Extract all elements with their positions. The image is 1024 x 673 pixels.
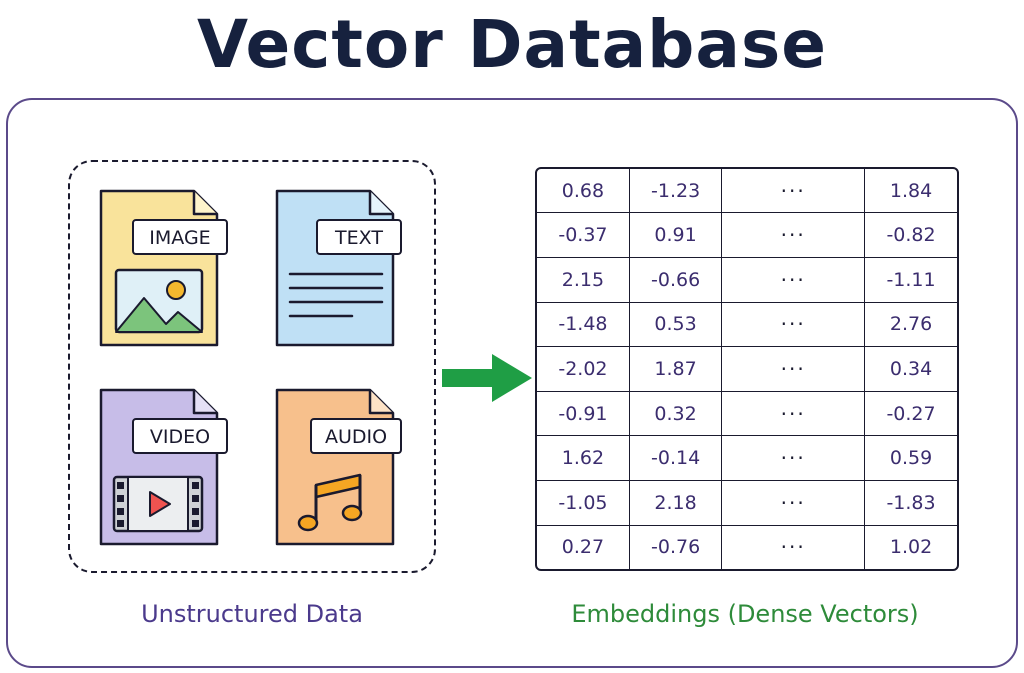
arrow-right-icon [440,352,534,408]
text-label: TEXT [316,219,402,255]
matrix-cell: -0.76 [628,524,723,569]
matrix-cell: 0.59 [864,435,957,482]
matrix-row: 2.15-0.66···-1.11 [537,256,957,303]
matrix-cell: -2.02 [537,346,630,392]
matrix-cell: -0.27 [864,390,957,437]
audio-label: AUDIO [310,418,402,454]
matrix-cell: -1.83 [864,480,957,526]
matrix-cell: 1.02 [864,524,957,569]
matrix-row: 0.68-1.23···1.84 [537,169,957,214]
text-file-card [274,188,396,348]
matrix-row: 1.62-0.14···0.59 [537,435,957,482]
image-label: IMAGE [132,219,228,255]
matrix-cell: 1.84 [864,169,957,214]
video-file-card [98,387,220,547]
matrix-cell: 0.34 [864,346,957,392]
text-lines-icon [288,272,384,318]
matrix-cell: -1.05 [537,480,630,526]
matrix-cell: 2.18 [628,480,723,526]
ellipsis-cell: ··· [721,480,866,526]
unstructured-data-group [68,160,436,573]
matrix-cell: -0.82 [864,212,957,258]
matrix-cell: -1.48 [537,301,630,348]
matrix-cell: -0.66 [628,256,723,303]
embeddings-caption: Embeddings (Dense Vectors) [571,600,919,628]
matrix-cell: -1.11 [864,256,957,303]
matrix-cell: -0.91 [537,390,630,437]
ellipsis-cell: ··· [721,301,866,348]
matrix-cell: 0.68 [537,169,630,214]
image-icon [114,268,204,334]
audio-file-card [274,387,396,547]
matrix-cell: 1.62 [537,435,630,482]
ellipsis-cell: ··· [721,390,866,437]
matrix-cell: 0.53 [628,301,723,348]
image-file-card [98,188,220,348]
matrix-cell: 1.87 [628,346,723,392]
matrix-cell: 2.15 [537,256,630,303]
matrix-cell: 0.91 [628,212,723,258]
matrix-cell: 0.27 [537,524,630,569]
matrix-cell: -0.37 [537,212,630,258]
ellipsis-cell: ··· [721,435,866,482]
diagram-frame [6,98,1018,668]
matrix-row: 0.27-0.76···1.02 [537,524,957,569]
ellipsis-cell: ··· [721,256,866,303]
unstructured-data-caption: Unstructured Data [141,600,363,628]
ellipsis-cell: ··· [721,524,866,569]
ellipsis-cell: ··· [721,169,866,214]
page-title: Vector Database [196,6,827,83]
video-label: VIDEO [132,418,228,454]
video-play-icon [112,475,204,533]
ellipsis-cell: ··· [721,346,866,392]
matrix-cell: -1.23 [628,169,723,214]
ellipsis-cell: ··· [721,212,866,258]
matrix-cell: 2.76 [864,301,957,348]
music-note-icon [297,473,363,532]
matrix-cell: 0.32 [628,390,723,437]
matrix-cell: -0.14 [628,435,723,482]
